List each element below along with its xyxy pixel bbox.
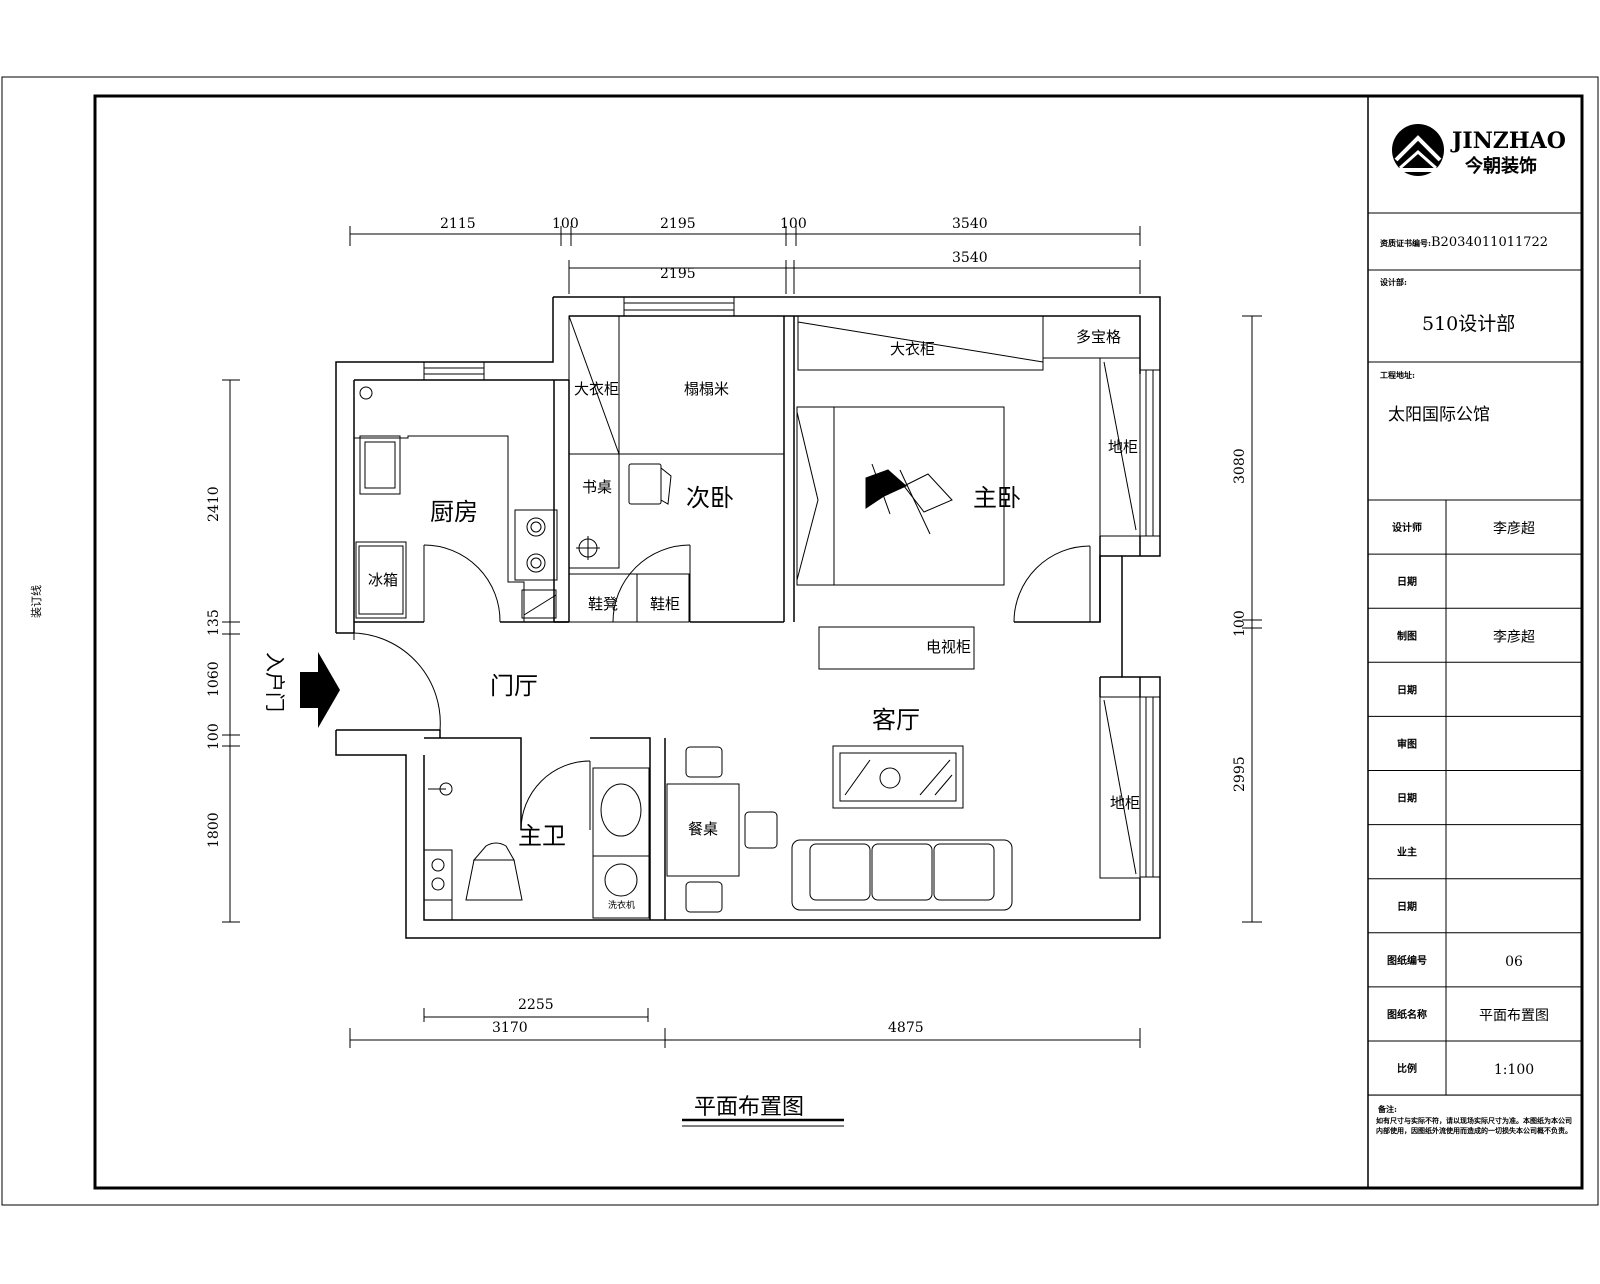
inner-drawing-frame: [93, 94, 1584, 1190]
dim-label: 2995: [1232, 756, 1248, 792]
dim-label: 100: [780, 216, 807, 232]
dim-label: 2410: [206, 486, 222, 522]
title-block-row-value: 1:100: [1494, 1062, 1534, 1078]
label-display-shelf: 多宝格: [1076, 328, 1121, 346]
furniture: [354, 315, 1141, 921]
label-shoe-cabinet: 鞋柜: [650, 595, 680, 613]
title-block-row-value: 06: [1505, 954, 1523, 970]
title-block-row-label: 图纸名称: [1387, 1008, 1427, 1021]
label-big-wardrobe: 大衣柜: [574, 380, 619, 398]
title-block: JINZHAO 今朝装饰 资质证书编号: B2034011011722 设计部:…: [1368, 124, 1582, 1135]
entrance-label: 入户门: [263, 652, 287, 712]
room-label-second-bedroom: 次卧: [686, 484, 734, 512]
logo-english: JINZHAO: [1450, 128, 1566, 154]
label-floor-cabinet: 地柜: [1110, 794, 1140, 812]
label-washer: 洗衣机: [608, 899, 635, 911]
cert-label: 资质证书编号:: [1380, 238, 1431, 248]
binding-line-label: 装订线: [29, 585, 43, 618]
jinzhao-logo-icon: [1392, 124, 1444, 176]
label-shoe-bench: 鞋凳: [588, 595, 618, 613]
dim-label: 3080: [1232, 448, 1248, 484]
drawing-title: 平面布置图: [694, 1095, 804, 1120]
title-block-row-label: 设计师: [1392, 521, 1422, 534]
title-block-row-label: 制图: [1397, 629, 1417, 642]
outer-sheet-border: [1, 76, 1599, 1206]
dim-label: 100: [206, 723, 222, 750]
room-labels: 厨房 次卧 主卧 门厅 客厅 主卫: [430, 484, 1021, 850]
room-label-living-room: 客厅: [872, 706, 920, 734]
dimension-labels: 2115 100 2195 100 3540 2195 3540 2410 13…: [206, 216, 1248, 1036]
dimension-lines: [222, 226, 1262, 1048]
title-block-row-label: 日期: [1397, 683, 1417, 696]
room-label-foyer: 门厅: [490, 672, 538, 700]
dim-label: 135: [206, 609, 222, 636]
dim-label: 4875: [888, 1020, 924, 1036]
dim-label: 3540: [952, 216, 988, 232]
label-dining-table: 餐桌: [688, 820, 718, 838]
dim-label: 2195: [660, 266, 696, 282]
notes-text: 如有尺寸与实际不符，请以现场实际尺寸为准。本图纸为本公司内部使用，因图纸外流使用…: [1376, 1117, 1572, 1135]
dim-label: 1060: [206, 661, 222, 697]
room-label-kitchen: 厨房: [430, 498, 478, 526]
dim-label: 2115: [440, 216, 476, 232]
label-floor-cabinet: 地柜: [1108, 438, 1138, 456]
logo-chinese: 今朝装饰: [1465, 155, 1537, 177]
title-block-row-label: 比例: [1397, 1062, 1417, 1075]
title-block-row-value: 李彦超: [1493, 629, 1535, 645]
dim-label: 1800: [206, 812, 222, 848]
label-tatami: 榻榻米: [684, 380, 729, 398]
label-desk: 书桌: [582, 478, 612, 496]
dim-label: 100: [552, 216, 579, 232]
room-label-master-bath: 主卫: [518, 822, 566, 850]
room-label-master-bedroom: 主卧: [973, 484, 1021, 512]
dept-value: 510设计部: [1422, 313, 1515, 335]
label-big-wardrobe: 大衣柜: [890, 340, 935, 358]
notes-label: 备注:: [1377, 1104, 1397, 1114]
dim-label: 2195: [660, 216, 696, 232]
label-tv-cabinet: 电视柜: [926, 638, 971, 656]
entry-arrow-icon: [300, 652, 340, 728]
title-block-row-value: 平面布置图: [1479, 1008, 1549, 1024]
walls: [335, 296, 1161, 939]
title-block-row-label: 日期: [1397, 792, 1417, 805]
dim-label: 2255: [518, 997, 554, 1013]
dim-label: 3170: [492, 1020, 528, 1036]
furniture-labels: 大衣柜 榻榻米 大衣柜 多宝格 地柜 地柜 书桌 冰箱 鞋凳 鞋柜 电视柜 餐桌…: [368, 328, 1140, 911]
address-label: 工程地址:: [1380, 370, 1415, 380]
windows: [423, 296, 1161, 878]
address-value: 太阳国际公馆: [1388, 405, 1490, 425]
title-block-row-label: 审图: [1397, 737, 1417, 750]
title-block-row-label: 图纸编号: [1387, 954, 1427, 967]
dept-label: 设计部:: [1380, 277, 1407, 287]
doors: [353, 544, 1091, 831]
cert-number: B2034011011722: [1431, 235, 1548, 250]
title-block-row-label: 日期: [1397, 575, 1417, 588]
title-block-row-label: 日期: [1397, 900, 1417, 913]
dim-label: 3540: [952, 250, 988, 266]
label-fridge: 冰箱: [368, 571, 398, 589]
title-block-row-label: 业主: [1397, 846, 1417, 859]
dim-label: 100: [1232, 610, 1248, 637]
title-block-row-value: 李彦超: [1493, 521, 1535, 537]
